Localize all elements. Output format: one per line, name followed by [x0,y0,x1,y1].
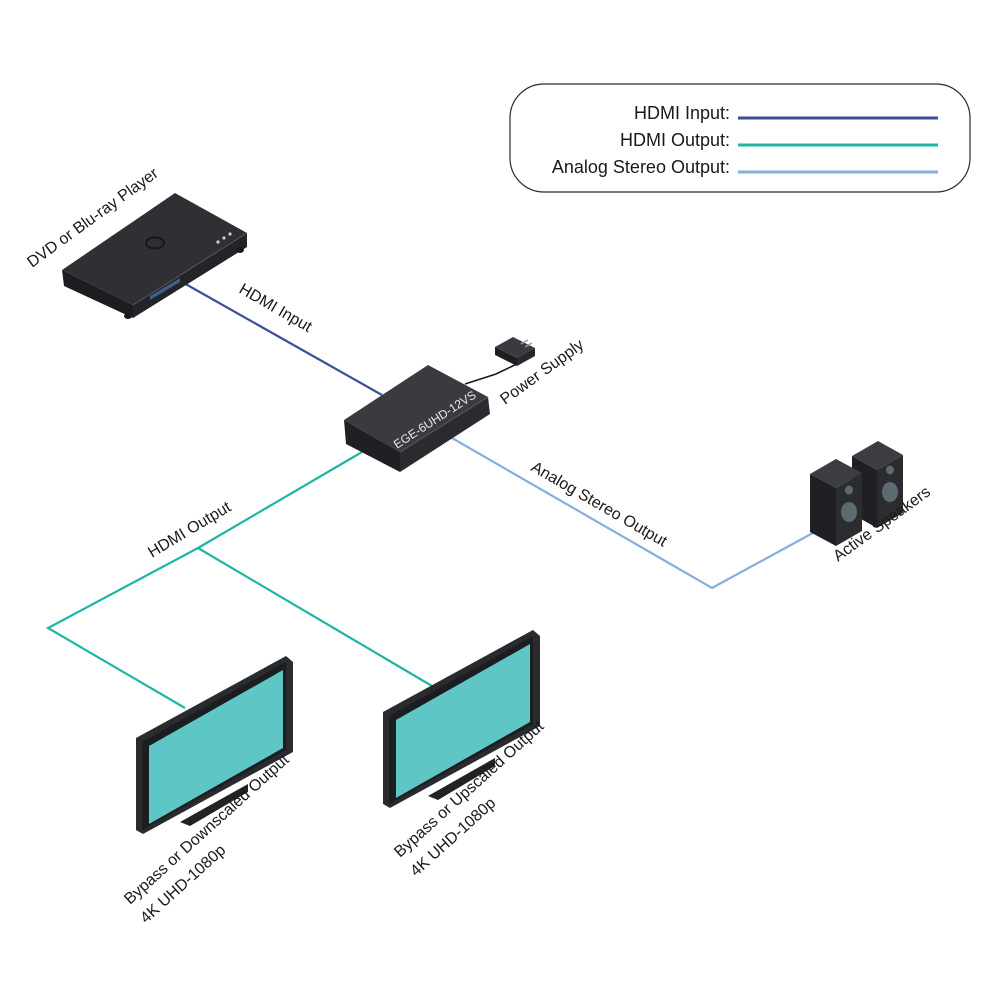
power-supply-icon [495,337,535,366]
analog-output-cable [451,437,823,590]
dvd-player-icon [62,193,248,319]
speakers-icon [810,441,903,546]
converter-box-icon [344,365,490,472]
label-hdmi-input-cable: HDMI Input [236,281,315,336]
legend: HDMI Input: HDMI Output: Analog Stereo O… [509,83,971,193]
tv-monitor-icon-right [383,630,540,808]
cables [45,281,823,709]
legend-box [509,83,971,193]
hdmi-output-cable-left [45,451,363,709]
hdmi-output-cable-right [197,547,433,687]
tv-monitor-icon [136,656,293,834]
legend-label-hdmi-output: HDMI Output: [620,130,730,150]
hdmi-input-cable [181,281,383,396]
legend-label-hdmi-input: HDMI Input: [634,103,730,123]
legend-label-analog-output: Analog Stereo Output: [552,157,730,177]
label-analog-output-cable: Analog Stereo Output [528,459,670,551]
